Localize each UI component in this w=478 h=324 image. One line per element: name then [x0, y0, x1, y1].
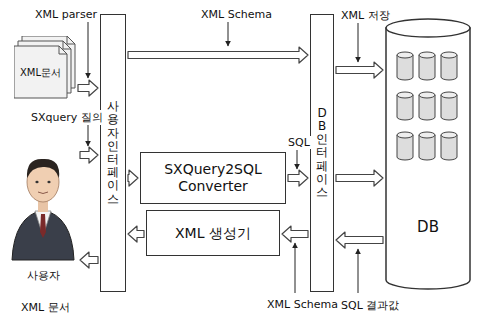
database-icon	[385, 18, 471, 290]
box-label: SXQuery2SQL Converter	[141, 161, 285, 195]
vertical-label: DB 인터페이스	[316, 107, 328, 199]
db-interface-bar: DB 인터페이스	[310, 14, 334, 292]
page-sheet	[14, 46, 67, 98]
person-label: 사용자	[8, 268, 78, 283]
mini-cylinder	[441, 135, 457, 160]
callout-label: SXquery 질의	[30, 110, 104, 125]
callout-label: XML 저장	[340, 8, 391, 23]
callout-label: SQL 결과값	[340, 298, 400, 313]
user-interface-bar: 사용자 인터페이스	[100, 14, 126, 292]
mini-cylinder	[441, 95, 457, 120]
process-box: SXQuery2SQL Converter	[140, 152, 286, 204]
mini-cylinder-top	[397, 52, 413, 58]
mini-cylinder	[397, 55, 413, 80]
block-arrow	[288, 170, 308, 186]
mini-cylinder-top	[441, 132, 457, 138]
mini-cylinder-top	[441, 92, 457, 98]
leader-line	[228, 22, 229, 46]
database-label: DB	[385, 218, 471, 236]
callout-label: XML Schema	[266, 298, 339, 311]
leader-line	[295, 243, 296, 293]
block-arrow	[336, 170, 383, 186]
process-box: XML 생성기	[146, 210, 280, 256]
mini-cylinder	[397, 135, 413, 160]
mini-cylinder	[419, 135, 435, 160]
mini-cylinder-top	[419, 52, 435, 58]
mini-cylinder-top	[397, 92, 413, 98]
mini-cylinder-top	[419, 132, 435, 138]
mini-cylinder	[419, 55, 435, 80]
tie	[40, 214, 46, 238]
page-fold	[67, 36, 75, 44]
page-fold	[59, 46, 67, 54]
document-label: XML문서	[14, 66, 67, 80]
leader-line	[358, 249, 359, 293]
block-arrow	[80, 147, 98, 163]
document-stack: XML문서	[14, 36, 76, 100]
person-illustration	[8, 132, 78, 292]
callout-label: SQL	[287, 136, 311, 149]
mouth	[38, 192, 48, 194]
suit	[12, 210, 74, 260]
mini-cylinder	[441, 55, 457, 80]
vertical-label: 사용자 인터페이스	[107, 100, 119, 206]
hair	[27, 159, 59, 178]
leader-line	[358, 22, 359, 62]
callout-label: XML Schema	[200, 8, 273, 21]
database-cylinder: DB	[385, 18, 471, 290]
cylinder-body	[386, 28, 470, 289]
block-arrow	[128, 226, 144, 242]
mini-cylinder-top	[397, 132, 413, 138]
block-arrow	[336, 62, 383, 78]
mini-cylinder-top	[441, 52, 457, 58]
box-label: XML 생성기	[175, 225, 251, 242]
block-arrow	[128, 170, 138, 186]
page-fold	[63, 41, 71, 49]
leader-line	[88, 22, 89, 78]
mini-cylinder	[397, 95, 413, 120]
block-arrow	[80, 252, 98, 268]
block-arrow	[128, 47, 308, 63]
callout-label: XML parser	[34, 8, 98, 21]
block-arrow	[78, 80, 98, 96]
eye	[47, 181, 50, 183]
user-figure: 사용자	[8, 132, 78, 292]
callout-label: XML 문서	[20, 300, 71, 315]
leader-line	[297, 150, 298, 169]
cylinder-top	[386, 19, 470, 37]
block-arrow	[282, 226, 308, 242]
block-arrow	[336, 232, 383, 248]
mini-cylinder-top	[419, 92, 435, 98]
mini-cylinder	[419, 95, 435, 120]
leader-line	[88, 124, 89, 146]
eye	[35, 181, 38, 183]
